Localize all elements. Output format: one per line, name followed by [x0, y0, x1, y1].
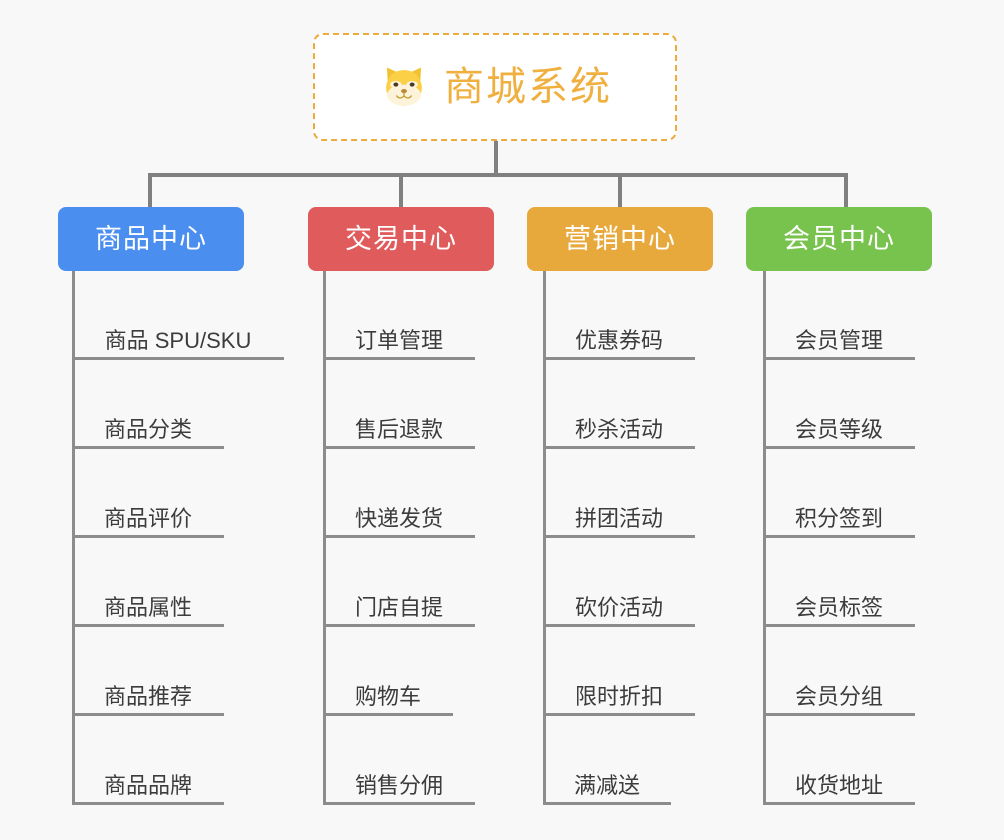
leaf-label: 门店自提 — [354, 594, 443, 620]
leaf-label: 会员分组 — [794, 683, 883, 709]
horizontal-bus-line — [148, 173, 848, 177]
leaf-item[interactable]: 售后退款 — [323, 360, 475, 449]
category-label-0: 商品中心 — [95, 223, 207, 254]
root-title: 商城系统 — [444, 65, 612, 109]
drop-line-2 — [399, 173, 403, 210]
leaf-label: 商品评价 — [103, 505, 192, 531]
leaf-item[interactable]: 商品 SPU/SKU — [72, 271, 284, 360]
leaf-item[interactable]: 快递发货 — [323, 449, 475, 538]
leaf-label: 商品分类 — [103, 416, 192, 442]
leaf-label: 商品属性 — [103, 594, 192, 620]
leaf-spine-0 — [72, 271, 75, 805]
leaf-label: 限时折扣 — [574, 683, 663, 709]
category-label-1: 交易中心 — [345, 223, 457, 254]
leaf-label: 秒杀活动 — [574, 416, 663, 442]
leaf-item[interactable]: 销售分佣 — [323, 716, 475, 805]
leaf-item[interactable]: 拼团活动 — [543, 449, 695, 538]
leaf-item[interactable]: 商品评价 — [72, 449, 224, 538]
leaf-item[interactable]: 收货地址 — [763, 716, 915, 805]
leaf-label: 优惠券码 — [574, 327, 663, 353]
root-stem-line — [494, 141, 498, 177]
leaf-item[interactable]: 秒杀活动 — [543, 360, 695, 449]
leaf-item[interactable]: 订单管理 — [323, 271, 475, 360]
drop-line-1 — [148, 173, 152, 210]
category-label-3: 会员中心 — [783, 223, 895, 254]
leaf-label: 售后退款 — [354, 416, 443, 442]
leaf-item[interactable]: 会员管理 — [763, 271, 915, 360]
leaf-item[interactable]: 商品属性 — [72, 538, 224, 627]
leaf-item[interactable]: 限时折扣 — [543, 627, 695, 716]
shiba-dog-face-icon — [378, 61, 430, 113]
leaf-label: 收货地址 — [794, 772, 883, 798]
leaf-label: 满减送 — [573, 772, 640, 798]
leaf-label: 商品推荐 — [103, 683, 192, 709]
drop-line-3 — [618, 173, 622, 210]
leaf-label: 商品品牌 — [103, 772, 192, 798]
leaf-item[interactable]: 门店自提 — [323, 538, 475, 627]
leaf-spine-1 — [323, 271, 326, 805]
leaf-label: 会员管理 — [794, 327, 883, 353]
leaf-label: 积分签到 — [794, 505, 883, 531]
leaf-label: 商品 SPU/SKU — [104, 327, 252, 353]
leaf-item[interactable]: 优惠券码 — [543, 271, 695, 360]
category-box-0[interactable]: 商品中心 — [58, 207, 244, 271]
leaf-label: 销售分佣 — [354, 772, 443, 798]
leaf-item[interactable]: 砍价活动 — [543, 538, 695, 627]
leaf-spine-3 — [763, 271, 766, 805]
leaf-label: 订单管理 — [354, 327, 443, 353]
leaf-item[interactable]: 购物车 — [323, 627, 453, 716]
category-label-2: 营销中心 — [564, 223, 676, 254]
root-node[interactable]: 商城系统 — [313, 33, 677, 141]
leaf-label: 购物车 — [354, 683, 421, 709]
leaf-item[interactable]: 商品品牌 — [72, 716, 224, 805]
leaf-label: 会员等级 — [794, 416, 883, 442]
leaf-item[interactable]: 会员等级 — [763, 360, 915, 449]
leaf-item[interactable]: 商品分类 — [72, 360, 224, 449]
leaf-item[interactable]: 会员标签 — [763, 538, 915, 627]
category-box-1[interactable]: 交易中心 — [308, 207, 494, 271]
leaf-label: 快递发货 — [354, 505, 443, 531]
leaf-item[interactable]: 会员分组 — [763, 627, 915, 716]
leaf-label: 拼团活动 — [574, 505, 663, 531]
leaf-item[interactable]: 商品推荐 — [72, 627, 224, 716]
leaf-label: 会员标签 — [794, 594, 883, 620]
category-box-3[interactable]: 会员中心 — [746, 207, 932, 271]
leaf-item[interactable]: 满减送 — [543, 716, 671, 805]
category-box-2[interactable]: 营销中心 — [527, 207, 713, 271]
drop-line-4 — [844, 173, 848, 210]
leaf-label: 砍价活动 — [574, 594, 663, 620]
leaf-item[interactable]: 积分签到 — [763, 449, 915, 538]
leaf-spine-2 — [543, 271, 546, 805]
